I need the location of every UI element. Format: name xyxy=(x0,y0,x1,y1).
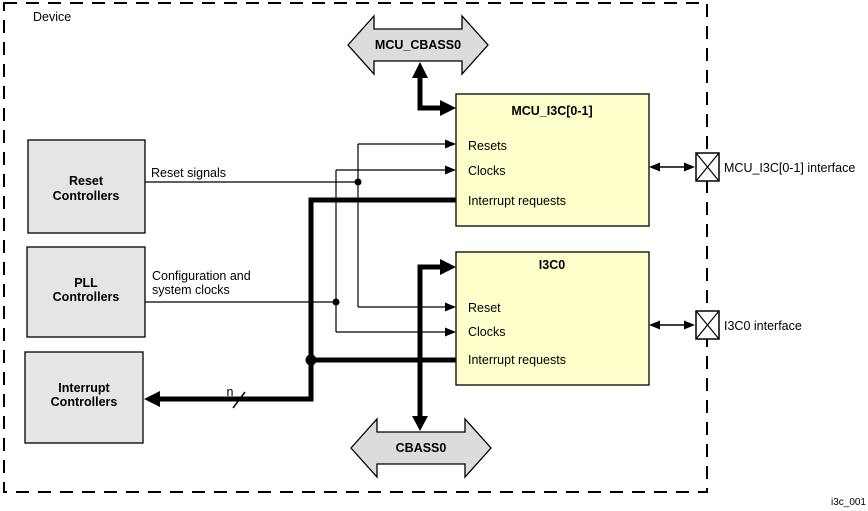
irq-to-interrupt-controllers-arrowhead-icon xyxy=(144,391,160,407)
bus-width-slash-icon xyxy=(232,391,246,409)
reset-to-i3c0-arrowhead-icon xyxy=(445,302,456,312)
i3c0-interface-label: I3C0 interface xyxy=(724,319,802,333)
mcu-cbass0-to-module-arrowhead-icon xyxy=(440,100,456,116)
reset-signals-label: Reset signals xyxy=(151,166,226,180)
pll-controllers-label-line2: Controllers xyxy=(53,290,120,304)
interrupt-controllers-block: Interrupt Controllers xyxy=(24,351,144,444)
mcu-cbass0-link-wire xyxy=(417,77,441,111)
i3c0-to-cbass0-arrowhead-icon xyxy=(412,416,428,431)
reset-controllers-box xyxy=(27,139,146,234)
reset-controllers-block: Reset Controllers xyxy=(27,139,146,234)
mcu-cbass0-bus: MCU_CBASS0 xyxy=(347,14,489,76)
device-label: Device xyxy=(33,10,71,24)
bus-width-label: n xyxy=(227,385,234,399)
i3c0-module: I3C0 Reset Clocks Interrupt requests xyxy=(455,251,650,386)
mcu-i3c-interface-left-arrowhead-icon xyxy=(649,162,660,172)
i3c0-interface-right-arrowhead-icon xyxy=(684,320,695,330)
i3c0-module-box xyxy=(455,251,650,386)
module-to-mcu-cbass0-arrowhead-icon xyxy=(412,62,428,78)
mcu-i3c-interface-right-arrowhead-icon xyxy=(684,162,695,172)
mcu-i3c-module-box xyxy=(455,93,650,227)
pll-controllers-box xyxy=(26,246,146,338)
device-boundary xyxy=(3,2,708,493)
mcu-i3c-module: MCU_I3C[0-1] Resets Clocks Interrupt req… xyxy=(455,93,650,227)
i3c0-clocks-port-label: Clocks xyxy=(468,325,506,339)
mcu-i3c-interface-label: MCU_I3C[0-1] interface xyxy=(724,161,855,175)
mcu-i3c-module-title: MCU_I3C[0-1] xyxy=(511,104,592,118)
i3c0-interface-connection: I3C0 interface xyxy=(649,310,802,340)
cbass0-to-i3c0-arrowhead-icon xyxy=(440,259,456,275)
clock-signal-net xyxy=(145,169,446,333)
interrupt-controllers-label-line1: Interrupt xyxy=(58,381,110,395)
cbass0-link-wire xyxy=(417,264,441,417)
mcu-cbass0-bus-arrow-shape xyxy=(347,14,489,76)
clock-to-i3c0-arrowhead-icon xyxy=(445,327,456,337)
clock-net-junction-dot xyxy=(332,298,340,306)
cbass0-bus-arrow-shape xyxy=(350,417,492,479)
reset-signal-net xyxy=(145,143,446,308)
clock-to-mcu-arrowhead-icon xyxy=(445,165,456,175)
interrupt-net xyxy=(160,197,456,402)
reset-controllers-label-line2: Controllers xyxy=(53,189,120,203)
interrupt-net-junction-dot xyxy=(305,354,317,366)
mcu-cbass0-bus-label: MCU_CBASS0 xyxy=(375,38,461,52)
interrupt-controllers-box xyxy=(24,351,144,444)
cbass0-bus-label: CBASS0 xyxy=(396,441,447,455)
i3c0-interface-left-arrowhead-icon xyxy=(649,320,660,330)
mcu-i3c-resets-port-label: Resets xyxy=(468,139,507,153)
mcu-i3c-clocks-port-label: Clocks xyxy=(468,164,506,178)
reset-controllers-label-line1: Reset xyxy=(69,174,104,188)
interrupt-controllers-label-line2: Controllers xyxy=(51,395,118,409)
reset-net-junction-dot xyxy=(354,178,362,186)
figure-id: i3c_001 xyxy=(831,497,866,508)
mcu-i3c-io-pad-x-icon xyxy=(695,152,720,182)
config-clocks-label-line2: system clocks xyxy=(152,283,230,297)
i3c0-reset-port-label: Reset xyxy=(468,301,501,315)
i3c0-irq-port-label: Interrupt requests xyxy=(468,353,566,367)
pll-controllers-label-line1: PLL xyxy=(74,276,98,290)
pll-controllers-block: PLL Controllers xyxy=(26,246,146,338)
i3c0-module-title: I3C0 xyxy=(539,258,565,272)
mcu-i3c-interface-connection: MCU_I3C[0-1] interface xyxy=(649,152,855,182)
config-clocks-label-line1: Configuration and xyxy=(152,269,251,283)
interrupt-trunk-wire xyxy=(160,197,456,402)
arrowheads xyxy=(144,62,456,431)
i3c0-io-pad-x-icon xyxy=(695,310,720,340)
mcu-i3c-irq-port-label: Interrupt requests xyxy=(468,194,566,208)
cbass0-bus: CBASS0 xyxy=(350,417,492,479)
reset-to-mcu-arrowhead-icon xyxy=(445,139,456,149)
